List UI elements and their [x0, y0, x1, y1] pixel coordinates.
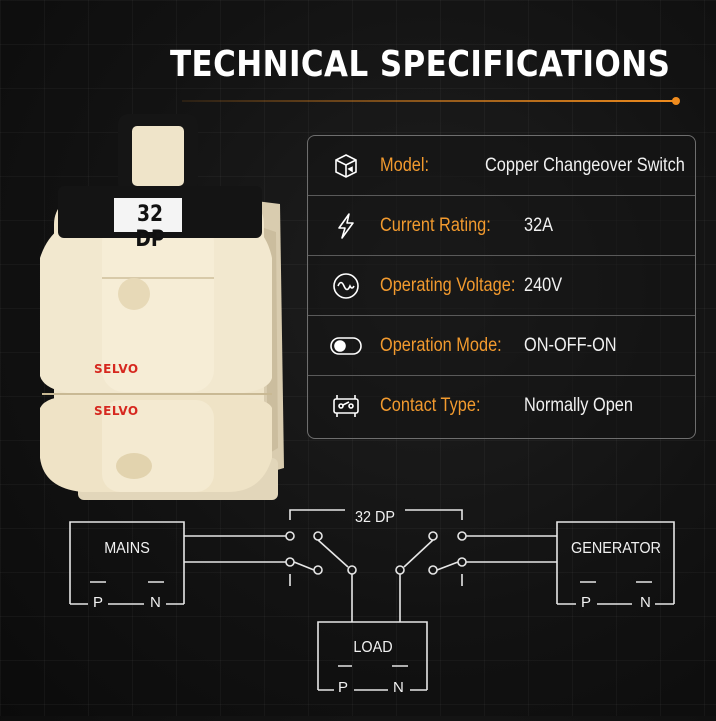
mains-n-terminal: N — [150, 594, 161, 611]
spec-row-model: Model: Copper Changeover Switch — [308, 136, 695, 196]
mains-p-terminal: P — [93, 594, 104, 611]
spec-value: Normally Open — [524, 395, 633, 416]
rating-badge-text: 32 DP — [135, 202, 165, 252]
spec-row-operating-voltage: Operating Voltage: 240V — [308, 256, 695, 316]
spec-value: ON-OFF-ON — [524, 334, 617, 356]
spec-value: 240V — [524, 274, 563, 296]
brand-logo-top: SELVO — [94, 362, 139, 376]
lightning-icon — [330, 210, 362, 242]
title-underline-dot — [672, 97, 680, 105]
spec-label: Contact Type: — [380, 395, 481, 416]
spec-row-contact-type: Contact Type: Normally Open — [308, 376, 695, 436]
spec-value: 32A — [524, 214, 554, 236]
changeover-switch-image: 32 DP SELVO SELVO — [32, 108, 302, 508]
spec-label: Model: — [380, 154, 430, 176]
box-icon — [330, 150, 362, 182]
mains-label: MAINS — [104, 540, 150, 557]
waveform-icon — [330, 270, 362, 302]
brand-logo-bottom: SELVO — [94, 404, 139, 418]
wiring-diagram: 32 DP MAINS P N GENERATOR P N LOAD P N — [0, 490, 716, 716]
page-title: TECHNICAL SPECIFICATIONS — [170, 44, 671, 85]
toggle-icon — [330, 330, 362, 362]
contact-icon — [330, 390, 362, 422]
switch-label: 32 DP — [354, 509, 396, 526]
title-underline — [182, 100, 674, 102]
spec-label: Current Rating: — [380, 214, 491, 236]
spec-label: Operating Voltage: — [380, 274, 516, 296]
spec-value: Copper Changeover Switch — [485, 154, 685, 176]
generator-p-terminal: P — [581, 594, 592, 611]
spec-table: Model: Copper Changeover Switch Current … — [307, 135, 696, 439]
spec-row-current-rating: Current Rating: 32A — [308, 196, 695, 256]
generator-n-terminal: N — [640, 594, 651, 611]
load-n-terminal: N — [393, 679, 404, 696]
generator-label: GENERATOR — [571, 540, 661, 557]
load-label: LOAD — [353, 639, 393, 656]
spec-row-operation-mode: Operation Mode: ON-OFF-ON — [308, 316, 695, 376]
spec-label: Operation Mode: — [380, 334, 502, 356]
load-p-terminal: P — [338, 679, 349, 696]
